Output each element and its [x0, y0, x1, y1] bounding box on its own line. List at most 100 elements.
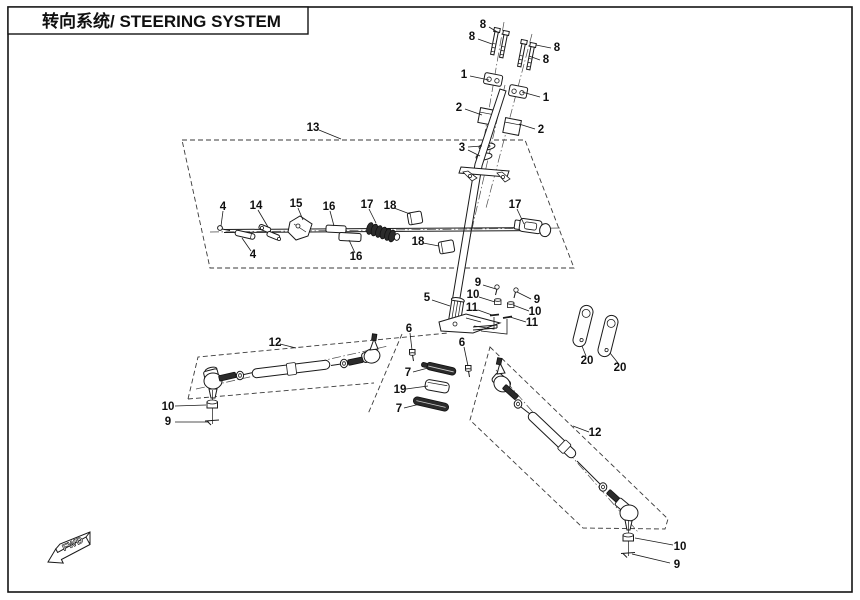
callout-leader-6 [463, 346, 469, 367]
callout-label-4: 4 [250, 249, 257, 261]
callout-label-3: 3 [459, 142, 465, 154]
callout-label-9: 9 [534, 294, 540, 306]
callout-label-5: 5 [424, 292, 431, 304]
callout-leader-20 [609, 352, 619, 364]
callout-leader-5 [431, 299, 451, 307]
callout-label-16: 16 [323, 201, 336, 213]
callout-leader-14 [257, 209, 269, 228]
tie-rod-body-left [251, 359, 331, 379]
tie-rod-left [195, 333, 389, 426]
link-plates-20 [572, 304, 619, 358]
callout-label-6: 6 [406, 323, 412, 335]
callout-leader-10 [512, 304, 530, 312]
tie-rod-end-right [614, 497, 639, 531]
callout-leader-18 [422, 242, 440, 247]
clamp-block-right [502, 117, 522, 136]
bush-16-a [325, 224, 347, 234]
callout-label-9: 9 [165, 416, 171, 428]
callout-leader-11 [477, 309, 493, 316]
callout-leader-3 [467, 149, 481, 157]
shift-rod-assembly [209, 210, 561, 255]
callout-label-10: 10 [529, 306, 542, 318]
callout-leader-8 [477, 38, 493, 45]
fwd-arrow: FWD [47, 531, 91, 564]
page-title: 转向系统/ STEERING SYSTEM [42, 11, 281, 31]
bushing-19 [424, 379, 450, 394]
steering-column-assembly [448, 21, 537, 327]
page-border [7, 6, 853, 593]
callout-leader-9 [631, 553, 671, 564]
frame: 转向系统/ STEERING SYSTEM [7, 6, 853, 593]
callout-label-7: 7 [396, 403, 402, 415]
callout-label-2: 2 [456, 102, 462, 114]
callout-leader-8 [488, 26, 500, 34]
callout-leader-9 [482, 284, 497, 290]
callout-leader-10 [478, 296, 496, 303]
callout-label-20: 20 [614, 362, 627, 374]
callout-label-16: 16 [350, 251, 363, 263]
callout-leader-15 [297, 207, 304, 221]
callout-leader-16 [348, 239, 356, 254]
callout-leader-2 [464, 108, 483, 116]
callout-label-20: 20 [581, 355, 594, 367]
rod-end-joint-17 [513, 217, 552, 238]
callout-leader-16 [329, 210, 335, 227]
group-outlines [181, 139, 669, 530]
callout-leader-17 [368, 208, 377, 224]
group-12-left-outline [187, 332, 449, 400]
callout-label-10: 10 [162, 401, 175, 413]
callout-leader-7 [412, 367, 429, 373]
callout-label-9: 9 [475, 277, 481, 289]
callout-label-11: 11 [526, 317, 539, 329]
callout-label-17: 17 [509, 199, 522, 211]
link-14 [258, 224, 281, 241]
callout-leader-1 [521, 91, 541, 98]
tie-rod-end-right-inner [491, 357, 531, 415]
callout-label-15: 15 [290, 198, 303, 210]
callout-leader-1 [469, 75, 490, 81]
callout-leader-3 [467, 145, 483, 148]
callout-leader-9 [516, 291, 532, 300]
center-bracket-assembly [408, 284, 519, 412]
callout-label-9: 9 [674, 559, 680, 571]
tie-rod-body-right [527, 411, 577, 459]
group-12-left-bottom [187, 382, 375, 400]
callout-label-8: 8 [469, 31, 476, 43]
group-12-right-outline [469, 346, 669, 530]
column-mount-bracket [458, 166, 511, 183]
callout-leader-13 [318, 129, 342, 140]
callout-label-6: 6 [459, 337, 465, 349]
callout-label-17: 17 [361, 199, 374, 211]
callout-leader-19 [405, 385, 429, 390]
group-13-outline [181, 139, 575, 269]
callout-label-10: 10 [674, 541, 687, 553]
rod-pin-4 [234, 229, 256, 240]
callout-label-13: 13 [307, 122, 320, 134]
callout-label-1: 1 [543, 92, 550, 104]
callout-leader-2 [518, 123, 536, 130]
callout-label-18: 18 [384, 200, 397, 212]
callout-label-8: 8 [543, 54, 550, 66]
damper-18-b [437, 239, 456, 255]
clamp-15 [287, 215, 313, 241]
clamp-bolts [489, 26, 537, 71]
callout-label-2: 2 [538, 124, 544, 136]
callout-label-11: 11 [466, 302, 479, 314]
callout-leader-8 [535, 44, 552, 49]
group-middle-edge [367, 333, 403, 415]
bolt-6-right [464, 365, 472, 378]
callout-label-12: 12 [269, 337, 282, 349]
callout-label-14: 14 [250, 200, 263, 212]
callout-leader-10 [634, 537, 674, 546]
callout-leader-10 [174, 404, 207, 407]
callout-label-8: 8 [554, 42, 561, 54]
callout-leader-4 [241, 237, 252, 252]
callout-leader-18 [393, 207, 411, 215]
nut-pin-left [204, 390, 220, 426]
splined-coupler-7-bottom [412, 396, 450, 412]
callout-label-1: 1 [461, 69, 468, 81]
bush-16-b [338, 232, 362, 242]
